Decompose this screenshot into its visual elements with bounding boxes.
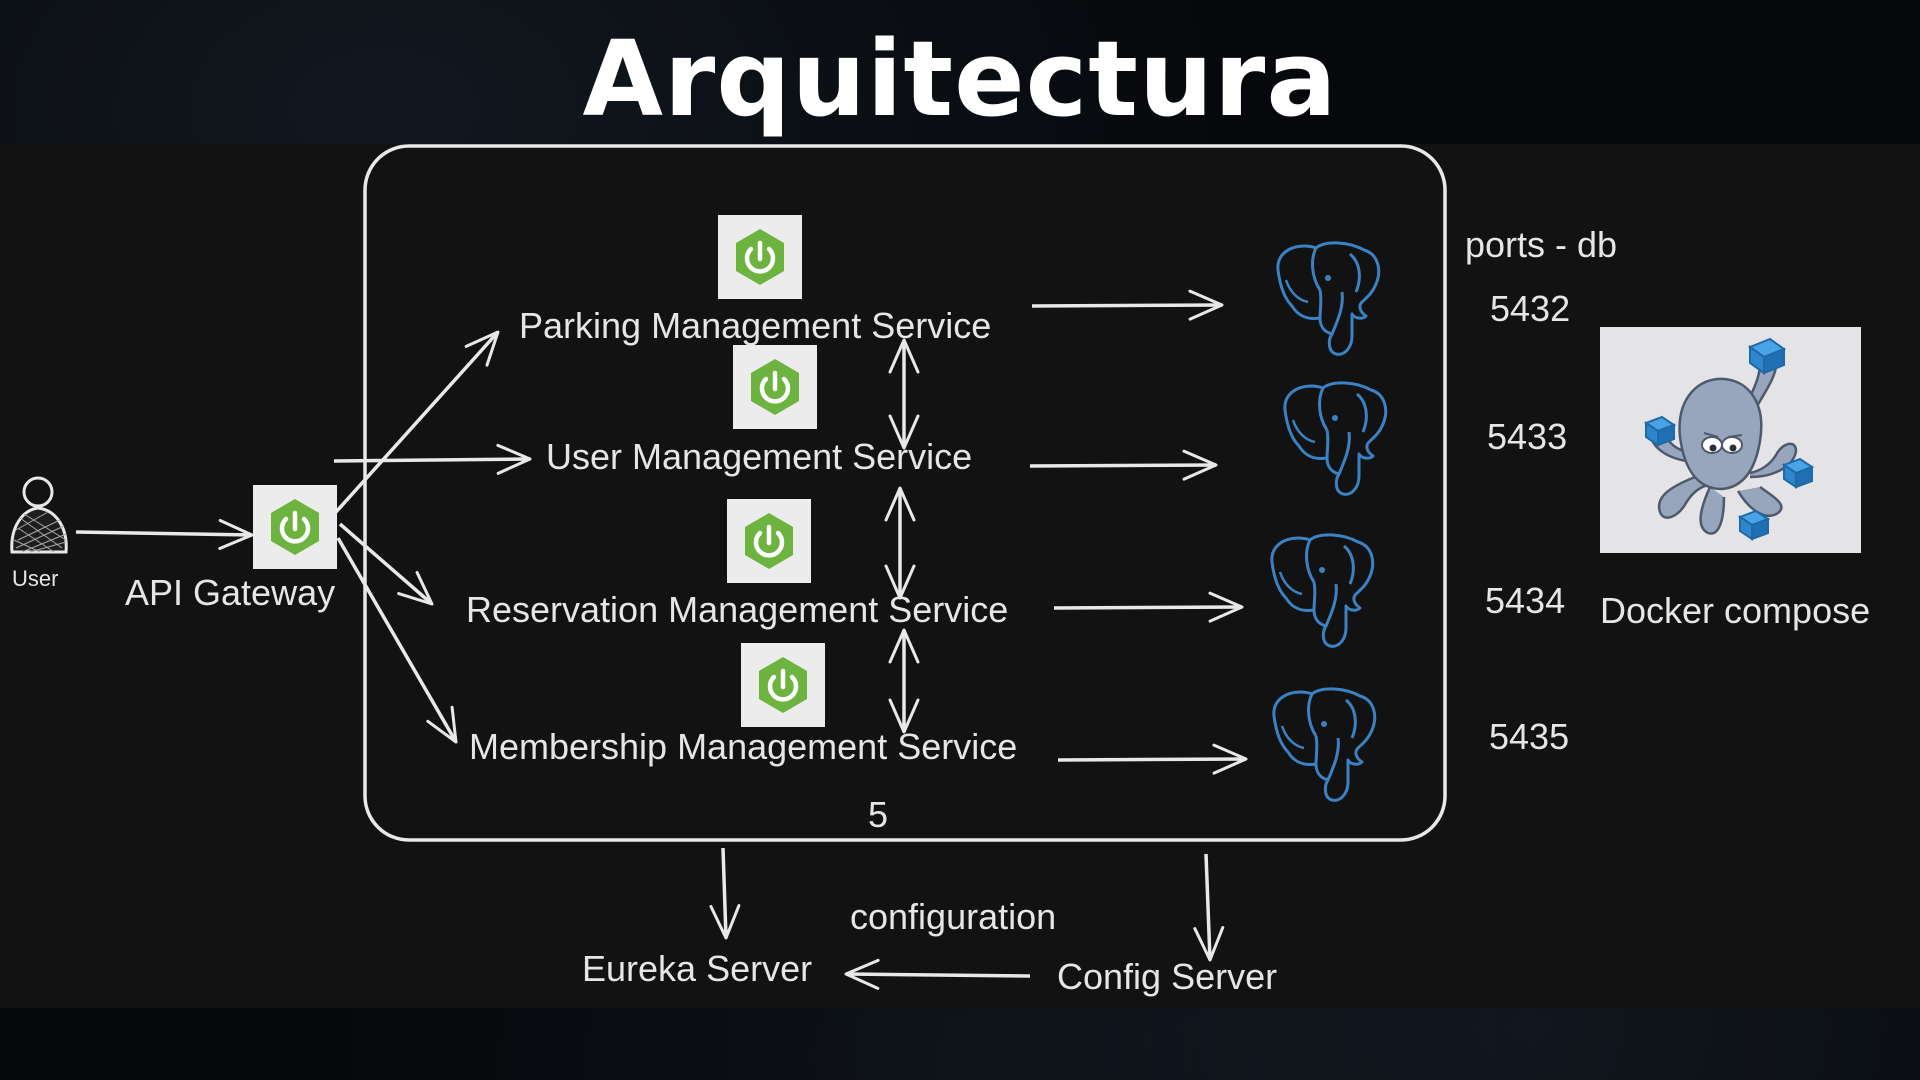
arrow-container-config	[1193, 853, 1225, 962]
port-5433: 5433	[1487, 416, 1568, 457]
service-label-membership: Membership Management Service	[469, 726, 1018, 767]
arrow-container-eureka	[709, 847, 741, 940]
spring-boot-icon-user	[733, 345, 817, 429]
container-count-label: 5	[868, 794, 889, 835]
arrow-gateway-reservation	[338, 522, 434, 606]
diagram-canvas	[0, 144, 1920, 1008]
docker-compose-octopus-icon	[1600, 327, 1861, 553]
arrow-user-db	[1029, 449, 1218, 481]
postgresql-elephant-icon-1	[1276, 241, 1381, 356]
api-gateway-label: API Gateway	[125, 572, 336, 613]
postgresql-elephant-icon-4	[1272, 687, 1377, 802]
postgresql-elephant-icon-2	[1283, 381, 1388, 496]
spring-boot-icon-reservation	[727, 499, 811, 583]
config-server-label: Config Server	[1057, 956, 1278, 997]
arrow-config-eureka	[844, 958, 1031, 990]
arrow-user-gateway	[75, 518, 254, 550]
arrow-gateway-membership	[336, 537, 458, 744]
port-5432: 5432	[1490, 288, 1571, 329]
spring-boot-icon-gateway	[253, 485, 337, 569]
microservices-container	[363, 144, 1447, 842]
spring-boot-icon-parking	[718, 215, 802, 299]
page-title: Arquitectura	[582, 18, 1338, 140]
user-icon	[10, 476, 68, 554]
service-label-reservation: Reservation Management Service	[466, 589, 1009, 630]
user-label: User	[12, 566, 59, 591]
configuration-edge-label: configuration	[850, 896, 1057, 937]
arrow-parking-db	[1031, 289, 1224, 321]
arrow-gateway-user	[333, 443, 532, 475]
eureka-server-label: Eureka Server	[582, 948, 813, 989]
spring-boot-icon-membership	[741, 643, 825, 727]
port-5434: 5434	[1485, 580, 1566, 621]
ports-header: ports - db	[1465, 224, 1618, 265]
docker-compose-label: Docker compose	[1600, 590, 1871, 631]
arrow-membership-db	[1057, 743, 1248, 775]
arrow-reservation-db	[1053, 591, 1244, 623]
postgresql-elephant-icon-3	[1270, 533, 1375, 648]
service-label-user: User Management Service	[546, 436, 973, 477]
arrow-gateway-parking	[334, 330, 500, 514]
port-5435: 5435	[1489, 716, 1570, 757]
service-label-parking: Parking Management Service	[519, 305, 992, 346]
